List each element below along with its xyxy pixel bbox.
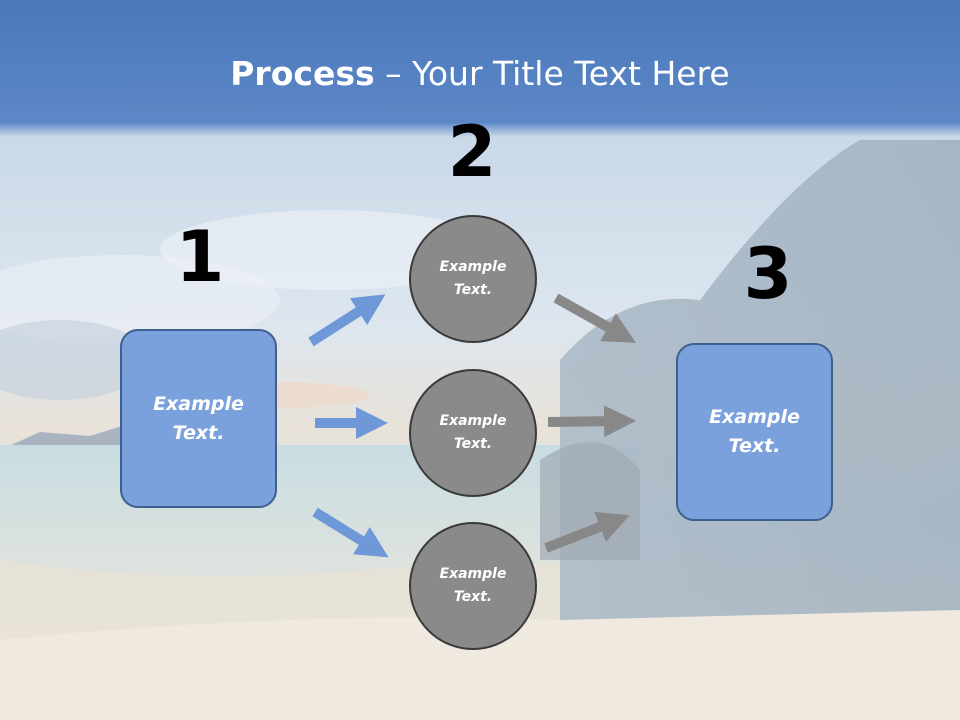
- circle-bottom-line1: Example: [439, 566, 507, 582]
- title-bold: Process: [230, 54, 375, 93]
- step-3-text-line1: Example: [709, 406, 800, 428]
- circle-middle-line2: Text.: [453, 436, 493, 452]
- slide-title: Process – Your Title Text Here: [0, 54, 960, 93]
- step-2-circle-middle: Example Text.: [409, 369, 537, 497]
- circle-bottom-line2: Text.: [453, 589, 493, 605]
- step-1-box: Example Text.: [120, 329, 277, 508]
- step-2-circle-top: Example Text.: [409, 215, 537, 343]
- circle-top-line1: Example: [439, 259, 507, 275]
- circle-top-line2: Text.: [453, 282, 493, 298]
- step-2-circle-bottom: Example Text.: [409, 522, 537, 650]
- circle-middle-line1: Example: [439, 413, 507, 429]
- title-rest: – Your Title Text Here: [374, 54, 730, 93]
- step-number-1: 1: [175, 216, 225, 298]
- step-number-2: 2: [447, 111, 497, 193]
- step-1-text-line2: Text.: [172, 421, 225, 444]
- step-3-box: Example Text.: [676, 343, 833, 521]
- step-number-3: 3: [743, 233, 793, 315]
- step-1-text-line1: Example: [153, 392, 244, 415]
- step-3-text-line2: Text.: [728, 435, 781, 457]
